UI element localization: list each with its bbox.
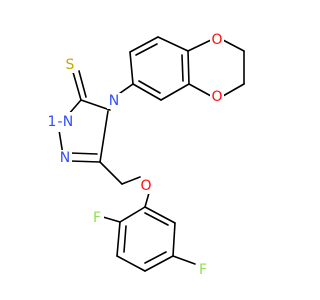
bond-ar6-ar1 (132, 83, 162, 101)
bond-ar2-ar3-inner (135, 43, 158, 56)
bond-ar6-ar1-inner (138, 80, 161, 94)
bond-otop-ch2 (222, 39, 245, 52)
bond-arb4-arb5 (144, 255, 174, 272)
bond-n2-c5-double (69, 152, 98, 155)
atom-nh-symbol: N (63, 114, 73, 130)
bond-ar2-ar3 (129, 36, 159, 53)
atom-f-ortho: F (90, 210, 104, 226)
bond-arb4-arb5-inner (144, 251, 167, 264)
bond-ar5-ar6 (160, 83, 190, 101)
atom-f-para-label: F (199, 262, 207, 278)
atom-s: S (63, 57, 77, 73)
bond-oeth-arb1 (144, 192, 150, 208)
atom-o-dioxane-top-label: O (211, 32, 222, 48)
bond-c5-ch2 (99, 161, 123, 185)
bond-n2-c5 (69, 160, 101, 163)
bond-ar4-otop (187, 39, 212, 52)
bond-arb6-arb1-inner (144, 212, 169, 226)
bond-ch2-obot (222, 83, 245, 97)
molecule-structure: S 1 - N N N O O O F (45, 32, 245, 278)
bond-c5-n4 (99, 110, 109, 163)
bond-layer (58, 36, 245, 272)
bond-ar3-ar4 (157, 36, 189, 52)
bond-arb2-arb3 (116, 221, 121, 257)
bond-ar1-ar2 (129, 51, 134, 85)
atom-nh-dash: - (57, 114, 62, 130)
atom-o-ether: O (139, 178, 153, 194)
bond-arb3-arb4 (116, 255, 146, 272)
atom-n4-label: N (109, 93, 119, 109)
bond-c3-n4 (80, 99, 111, 111)
atom-o-dioxane-bottom-label: O (211, 89, 222, 105)
atom-o-dioxane-bottom: O (210, 89, 224, 105)
bond-arb4-fpara (172, 255, 196, 265)
bond-obot-ar5 (188, 83, 212, 97)
atom-f-para: F (196, 262, 210, 278)
atom-o-dioxane-top: O (210, 32, 224, 48)
bond-c3-s (72, 71, 82, 101)
bond-ar4-ar5 (187, 50, 190, 85)
atom-nh: 1 - N (45, 112, 79, 132)
bond-ch2-oeth (121, 176, 141, 185)
bond-arb2-fortho (102, 216, 121, 223)
bond-arb1-arb2 (119, 206, 146, 223)
atom-n2: N (58, 150, 72, 166)
atom-n2-label: N (60, 150, 70, 166)
atom-n4: N (107, 93, 121, 109)
atom-s-label: S (66, 57, 75, 73)
atom-nh-prefix: 1 (48, 114, 57, 130)
atom-f-ortho-label: F (93, 210, 101, 226)
bond-c3-s-double (78, 70, 87, 98)
bond-arb5-arb6 (172, 222, 176, 257)
bond-ar4-ar5-inner (181, 54, 184, 82)
bond-arb2-arb3-inner (123, 225, 127, 253)
bond-arb6-arb1 (144, 206, 176, 224)
atom-o-ether-label: O (140, 178, 151, 194)
atom-label-layer: S 1 - N N N O O O F (45, 32, 224, 278)
